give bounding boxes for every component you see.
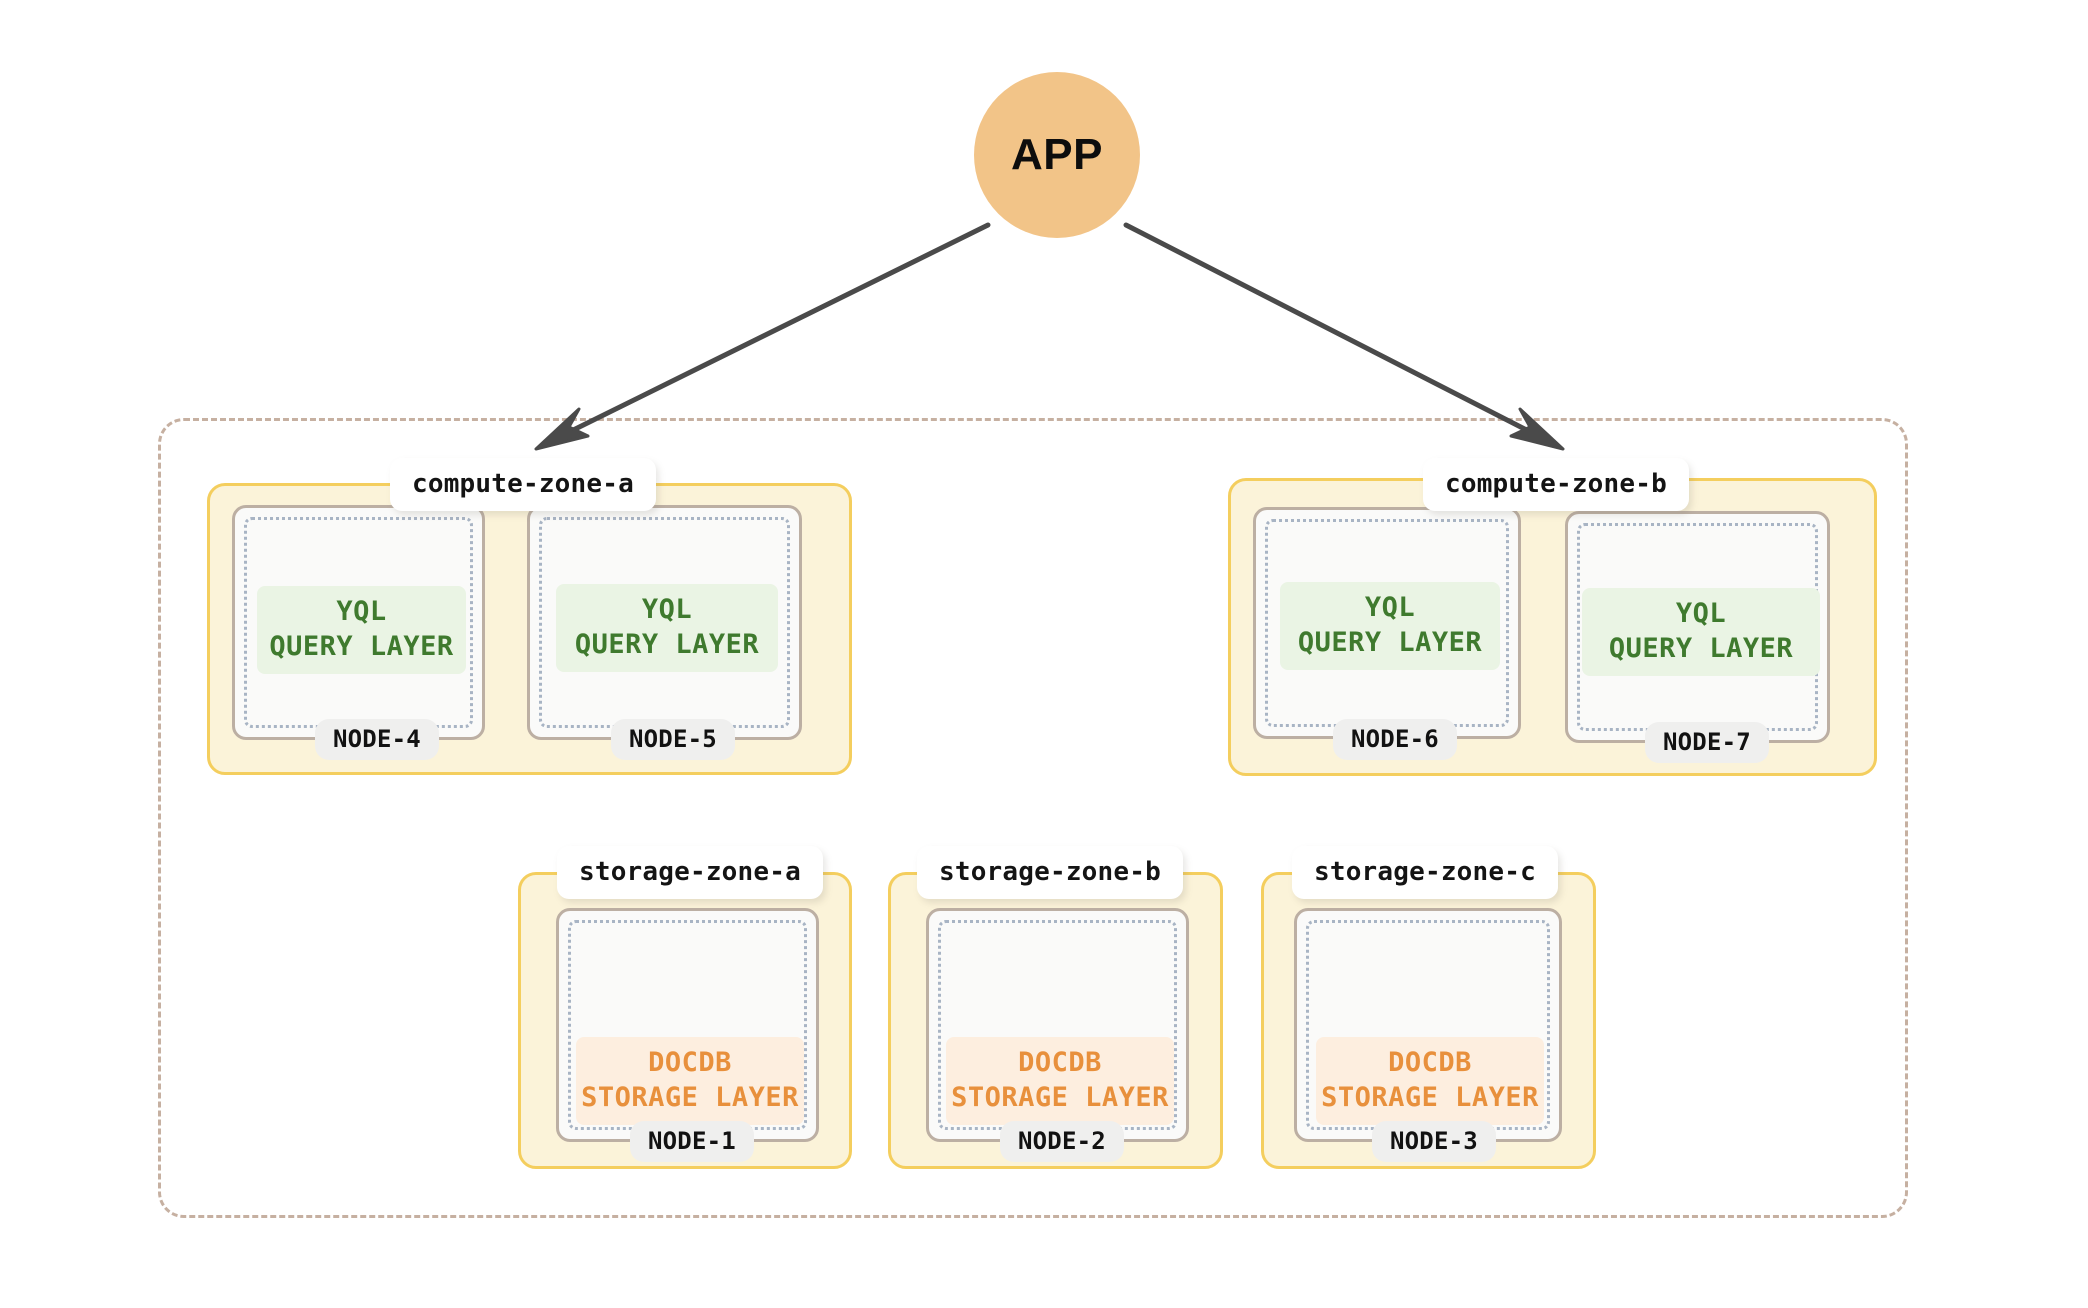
node-pill-NODE-1: NODE-1 — [630, 1121, 754, 1162]
node-pill-NODE-6: NODE-6 — [1333, 719, 1457, 760]
layer-chip-docdb-NODE-2: DOCDB STORAGE LAYER — [946, 1037, 1174, 1126]
connector-app-to-compute-zone-b — [1123, 222, 1565, 451]
app-node[interactable]: APP — [974, 72, 1140, 238]
cluster-container — [158, 418, 1908, 1218]
zone-label-storage-zone-a: storage-zone-a — [557, 846, 823, 899]
node-pill-NODE-4: NODE-4 — [315, 719, 439, 760]
node-pill-NODE-7: NODE-7 — [1645, 722, 1769, 763]
node-pill-NODE-3: NODE-3 — [1372, 1121, 1496, 1162]
layer-chip-yql-NODE-7: YQL QUERY LAYER — [1582, 588, 1820, 677]
node-NODE-4[interactable]: YQL QUERY LAYER — [232, 505, 485, 740]
node-NODE-3[interactable]: DOCDB STORAGE LAYER — [1294, 908, 1562, 1142]
node-NODE-6[interactable]: YQL QUERY LAYER — [1253, 507, 1521, 739]
layer-chip-docdb-NODE-3: DOCDB STORAGE LAYER — [1316, 1037, 1544, 1126]
layer-chip-yql-NODE-4: YQL QUERY LAYER — [257, 586, 466, 675]
layer-chip-yql-NODE-5: YQL QUERY LAYER — [556, 584, 778, 673]
node-NODE-1[interactable]: DOCDB STORAGE LAYER — [556, 908, 819, 1142]
node-NODE-5[interactable]: YQL QUERY LAYER — [527, 505, 802, 740]
zone-label-storage-zone-c: storage-zone-c — [1292, 846, 1558, 899]
node-NODE-2[interactable]: DOCDB STORAGE LAYER — [926, 908, 1189, 1142]
connector-app-to-compute-zone-a — [534, 222, 991, 451]
zone-label-compute-zone-a: compute-zone-a — [390, 458, 656, 511]
node-NODE-7[interactable]: YQL QUERY LAYER — [1565, 511, 1830, 743]
node-pill-NODE-2: NODE-2 — [1000, 1121, 1124, 1162]
node-pill-NODE-5: NODE-5 — [611, 719, 735, 760]
layer-chip-docdb-NODE-1: DOCDB STORAGE LAYER — [576, 1037, 804, 1126]
zone-label-compute-zone-b: compute-zone-b — [1423, 458, 1689, 511]
app-node-label: APP — [1011, 130, 1103, 179]
layer-chip-yql-NODE-6: YQL QUERY LAYER — [1280, 582, 1500, 671]
zone-label-storage-zone-b: storage-zone-b — [917, 846, 1183, 899]
